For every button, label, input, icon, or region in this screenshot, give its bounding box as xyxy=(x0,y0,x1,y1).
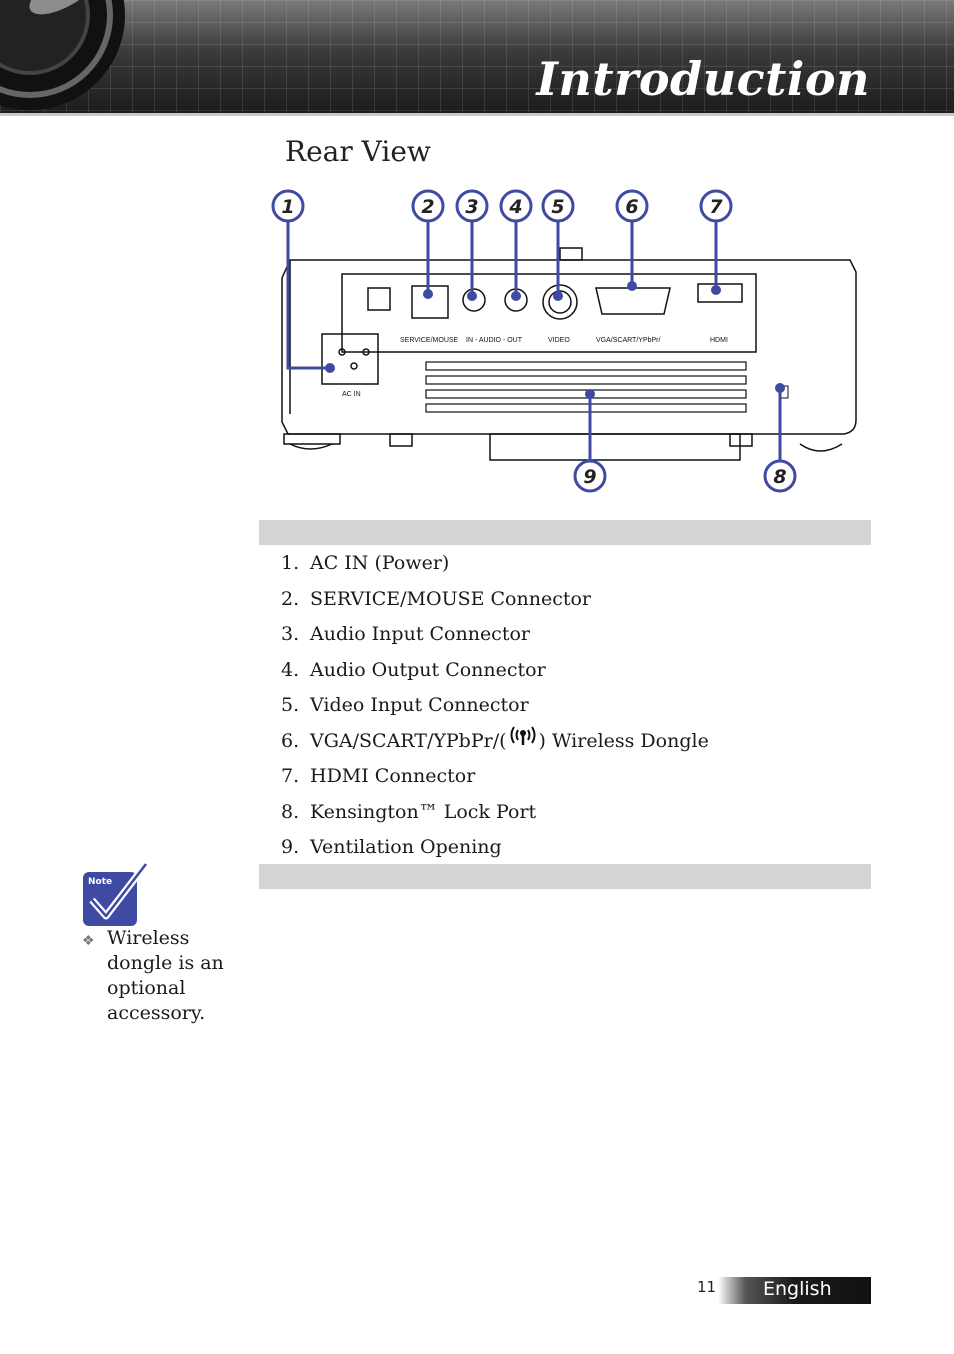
label-service-mouse: SERVICE/MOUSE xyxy=(400,337,459,344)
list-item-text: Audio Input Connector xyxy=(310,623,530,645)
page-title: Introduction xyxy=(536,52,870,106)
diamond-bullet-icon: ❖ xyxy=(82,933,95,949)
list-item-number: 6. xyxy=(281,729,300,752)
footer-language: English xyxy=(763,1278,832,1300)
callout-2: 2 xyxy=(411,189,445,223)
list-item: 8. Kensington™ Lock Port xyxy=(281,795,709,831)
list-item: 4. Audio Output Connector xyxy=(281,653,709,689)
list-item-number: 7. xyxy=(281,765,300,787)
callout-3: 3 xyxy=(455,189,489,223)
label-vga: VGA/SCART/YPbPr/ xyxy=(596,337,661,344)
callout-6-label: 6 xyxy=(625,196,638,218)
callout-5-label: 5 xyxy=(551,196,564,218)
callout-6: 6 xyxy=(615,189,649,223)
header-divider xyxy=(0,113,954,116)
list-top-bar xyxy=(259,520,871,545)
component-list: 1. AC IN (Power) 2. SERVICE/MOUSE Connecto… xyxy=(281,546,709,866)
list-item: 3. Audio Input Connector xyxy=(281,617,709,653)
list-item-text: Video Input Connector xyxy=(310,694,529,716)
list-item-number: 5. xyxy=(281,694,300,716)
note-label: Note xyxy=(88,877,112,887)
list-item: 5. Video Input Connector xyxy=(281,688,709,724)
list-item-text: Ventilation Opening xyxy=(310,836,502,858)
label-audio: IN - AUDIO - OUT xyxy=(466,337,523,344)
callout-9-label: 9 xyxy=(583,466,596,488)
callout-4: 4 xyxy=(499,189,533,223)
wireless-icon xyxy=(510,725,536,745)
note-check-icon: Note xyxy=(83,862,149,926)
list-item-number: 9. xyxy=(281,836,300,858)
callout-8-label: 8 xyxy=(773,466,786,488)
list-item-text: AC IN (Power) xyxy=(310,552,450,574)
leader-lines xyxy=(286,210,782,472)
list-item: 9. Ventilation Opening xyxy=(281,830,709,866)
label-hdmi: HDMI xyxy=(710,337,728,344)
header-pattern xyxy=(0,0,954,116)
list-item-text-suffix: ) Wireless Dongle xyxy=(538,729,709,752)
note-text: Wireless dongle is an optional accessory… xyxy=(107,927,224,1024)
label-video: VIDEO xyxy=(548,337,570,344)
list-item-text: Audio Output Connector xyxy=(310,658,546,681)
callout-3-label: 3 xyxy=(465,196,478,218)
list-item: 2. SERVICE/MOUSE Connector xyxy=(281,582,709,618)
callout-7-label: 7 xyxy=(709,196,723,218)
callout-4-label: 4 xyxy=(508,196,522,218)
callout-1-label: 1 xyxy=(281,196,294,218)
list-item-number: 8. xyxy=(281,800,300,823)
footer-bar xyxy=(718,1277,871,1304)
list-item-text: Kensington™ Lock Port xyxy=(310,800,537,823)
list-item: 6. VGA/SCART/YPbPr/( ) Wireless Dongle xyxy=(281,724,709,760)
label-ac-in: AC IN xyxy=(342,391,361,398)
section-title: Rear View xyxy=(285,135,431,168)
list-item-text: VGA/SCART/YPbPr/( xyxy=(310,729,507,752)
lens-graphic xyxy=(0,0,125,110)
list-item-text: HDMI Connector xyxy=(310,765,476,787)
list-item-text: SERVICE/MOUSE Connector xyxy=(310,587,592,610)
rear-view-diagram: SERVICE/MOUSE IN - AUDIO - OUT VIDEO VGA… xyxy=(271,189,857,493)
list-bottom-bar xyxy=(259,864,871,889)
callout-1: 1 xyxy=(271,189,305,223)
list-item: 7. HDMI Connector xyxy=(281,759,709,795)
list-item: 1. AC IN (Power) xyxy=(281,546,709,582)
callout-7: 7 xyxy=(699,189,733,223)
page-header: Introduction xyxy=(0,0,954,116)
callout-2-label: 2 xyxy=(421,196,434,218)
page-number: 11 xyxy=(697,1278,717,1296)
leader-dots xyxy=(325,281,785,399)
list-item-number: 4. xyxy=(281,658,300,681)
callout-9: 9 xyxy=(573,459,607,493)
list-item-number: 3. xyxy=(281,623,300,645)
ports xyxy=(321,283,743,385)
projector-body xyxy=(281,247,857,461)
vent-slots xyxy=(425,361,747,413)
list-item-number: 1. xyxy=(281,552,300,574)
list-item-number: 2. xyxy=(281,587,300,610)
callout-8: 8 xyxy=(763,459,797,493)
callouts: 1 2 3 4 5 6 7 8 9 xyxy=(271,189,797,493)
callout-5: 5 xyxy=(541,189,575,223)
